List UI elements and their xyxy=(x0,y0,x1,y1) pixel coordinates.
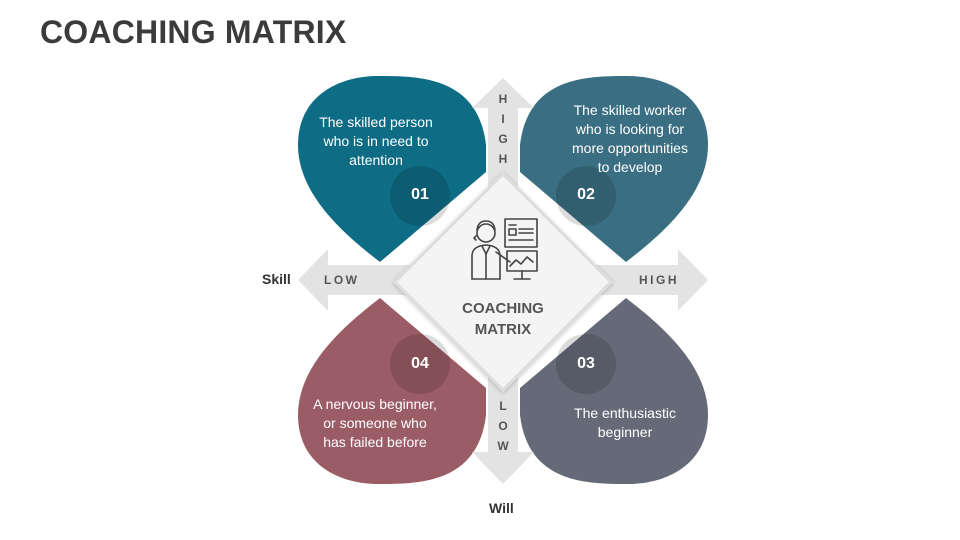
will-axis-name: Will xyxy=(489,500,514,516)
quadrant-number-01: 01 xyxy=(411,186,429,203)
number-circle-02 xyxy=(556,166,616,226)
number-circle-04 xyxy=(390,334,450,394)
quadrant-petal-04 xyxy=(298,298,486,484)
quadrant-number-02: 02 xyxy=(577,186,595,203)
quadrant-petal-03 xyxy=(520,298,708,484)
skill-axis-name: Skill xyxy=(262,271,291,287)
horizontal-high-label: HIGH xyxy=(639,273,679,287)
coach-presentation-icon xyxy=(471,218,538,280)
number-circle-01 xyxy=(390,166,450,226)
quadrant-number-03: 03 xyxy=(577,355,595,372)
quadrant-petal-02 xyxy=(520,76,708,262)
center-label: COACHING MATRIX xyxy=(462,300,544,338)
page-title: COACHING MATRIX xyxy=(40,14,347,50)
quadrant-number-04: 04 xyxy=(411,355,429,372)
quadrant-petal-01 xyxy=(298,76,486,262)
horizontal-low-label: LOW xyxy=(324,273,360,287)
center-diamond xyxy=(392,171,614,393)
number-circle-03 xyxy=(556,334,616,394)
